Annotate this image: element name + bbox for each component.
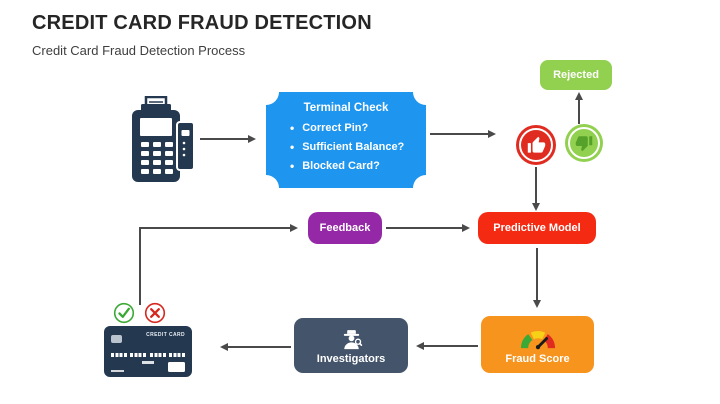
detective-icon <box>343 329 362 349</box>
card-chip <box>111 335 122 343</box>
card-holder <box>111 369 124 372</box>
terminal-check-node: Terminal Check Correct Pin? Sufficient B… <box>266 92 426 188</box>
arrowhead-left <box>220 343 228 351</box>
arrowhead-left <box>416 342 424 350</box>
arrowhead-right <box>248 135 256 143</box>
arrowhead-down <box>533 300 541 308</box>
connector-predictive-to-fraudscore <box>532 248 542 308</box>
pos-terminal-icon <box>118 95 196 184</box>
investigators-node: Investigators <box>294 318 408 373</box>
predictive-model-label: Predictive Model <box>493 222 581 234</box>
connector-feedback-to-predictive <box>386 223 470 233</box>
arrowhead-right <box>290 224 298 232</box>
connector-decision-to-predictive <box>531 167 541 211</box>
terminal-check-item: Sufficient Balance? <box>302 141 405 153</box>
fraud-score-node: Fraud Score <box>481 316 594 373</box>
cross-circle-icon <box>144 302 166 324</box>
rejected-node: Rejected <box>540 60 612 90</box>
terminal-check-title: Terminal Check <box>303 102 389 114</box>
card-valid-thru <box>142 361 154 364</box>
thumb-up-icon <box>527 136 545 153</box>
connector-terminal-to-check <box>200 134 258 144</box>
arrowhead-up <box>575 92 583 100</box>
credit-card-brand-label: CREDIT CARD <box>146 332 185 338</box>
thumb-down-icon <box>575 136 593 152</box>
terminal-check-item: Correct Pin? <box>302 122 369 134</box>
connector-check-to-decision <box>430 129 496 139</box>
check-circle-icon <box>113 302 135 324</box>
thumb-up-badge <box>516 125 556 165</box>
feedback-node: Feedback <box>308 212 382 244</box>
feedback-label: Feedback <box>319 222 371 234</box>
terminal-check-list: Correct Pin? Sufficient Balance? Blocked… <box>266 122 426 172</box>
arrowhead-right <box>488 130 496 138</box>
card-number <box>111 353 185 357</box>
terminal-check-item: Blocked Card? <box>302 160 380 172</box>
fraud-score-label: Fraud Score <box>505 352 570 365</box>
page-title: CREDIT CARD FRAUD DETECTION <box>32 12 372 34</box>
card-signature-box <box>168 362 185 372</box>
connector-investigators-to-card <box>220 342 291 352</box>
gauge-icon <box>520 330 555 349</box>
rejected-label: Rejected <box>553 69 599 81</box>
predictive-model-node: Predictive Model <box>478 212 596 244</box>
connector-decision-to-rejected <box>574 92 584 124</box>
arrowhead-down <box>532 203 540 211</box>
thumb-down-badge <box>565 124 603 162</box>
investigators-label: Investigators <box>316 352 386 365</box>
credit-card-icon: CREDIT CARD <box>104 326 192 377</box>
arrowhead-right <box>462 224 470 232</box>
connector-fraudscore-to-investigators <box>416 341 478 351</box>
page-subtitle: Credit Card Fraud Detection Process <box>32 43 246 58</box>
connector-card-to-feedback <box>139 223 307 305</box>
